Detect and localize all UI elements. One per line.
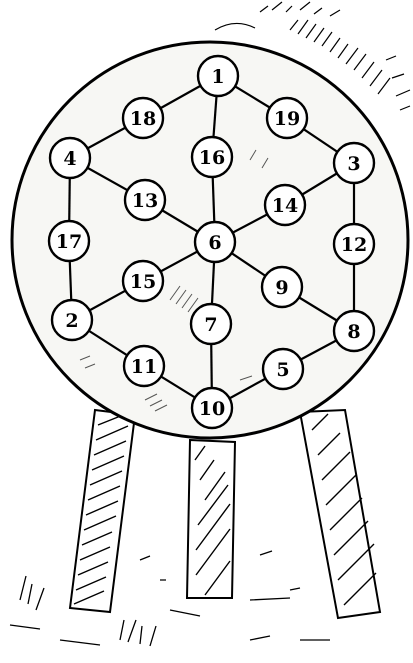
node-12: 12 bbox=[334, 224, 374, 264]
node-13: 13 bbox=[125, 180, 165, 220]
node-10: 10 bbox=[192, 388, 232, 428]
node-9: 9 bbox=[262, 267, 302, 307]
node-label-5: 5 bbox=[276, 359, 289, 381]
stand-legs bbox=[70, 410, 380, 618]
node-11: 11 bbox=[124, 346, 164, 386]
node-label-9: 9 bbox=[275, 277, 288, 299]
node-19: 19 bbox=[267, 98, 307, 138]
node-label-13: 13 bbox=[132, 190, 158, 212]
node-label-10: 10 bbox=[199, 398, 225, 420]
node-17: 17 bbox=[49, 221, 89, 261]
node-2: 2 bbox=[52, 300, 92, 340]
node-label-18: 18 bbox=[130, 108, 156, 130]
node-8: 8 bbox=[334, 311, 374, 351]
node-label-12: 12 bbox=[341, 234, 367, 256]
node-label-6: 6 bbox=[208, 232, 221, 254]
node-16: 16 bbox=[192, 137, 232, 177]
node-label-8: 8 bbox=[347, 321, 360, 343]
node-7: 7 bbox=[191, 304, 231, 344]
node-1: 1 bbox=[198, 56, 238, 96]
node-label-14: 14 bbox=[272, 195, 298, 217]
node-label-1: 1 bbox=[211, 66, 224, 88]
node-label-11: 11 bbox=[131, 356, 157, 378]
node-4: 4 bbox=[50, 138, 90, 178]
node-label-17: 17 bbox=[56, 231, 82, 253]
node-5: 5 bbox=[263, 349, 303, 389]
node-6: 6 bbox=[195, 222, 235, 262]
node-label-7: 7 bbox=[204, 314, 217, 336]
right-leg bbox=[300, 410, 380, 618]
ground-grass bbox=[10, 551, 330, 646]
node-label-3: 3 bbox=[347, 153, 360, 175]
node-label-2: 2 bbox=[65, 310, 78, 332]
left-leg bbox=[70, 410, 135, 612]
node-label-16: 16 bbox=[199, 147, 225, 169]
node-14: 14 bbox=[265, 185, 305, 225]
node-label-15: 15 bbox=[130, 271, 156, 293]
node-3: 3 bbox=[334, 143, 374, 183]
node-18: 18 bbox=[123, 98, 163, 138]
node-label-4: 4 bbox=[63, 148, 76, 170]
node-label-19: 19 bbox=[274, 108, 300, 130]
node-15: 15 bbox=[123, 261, 163, 301]
